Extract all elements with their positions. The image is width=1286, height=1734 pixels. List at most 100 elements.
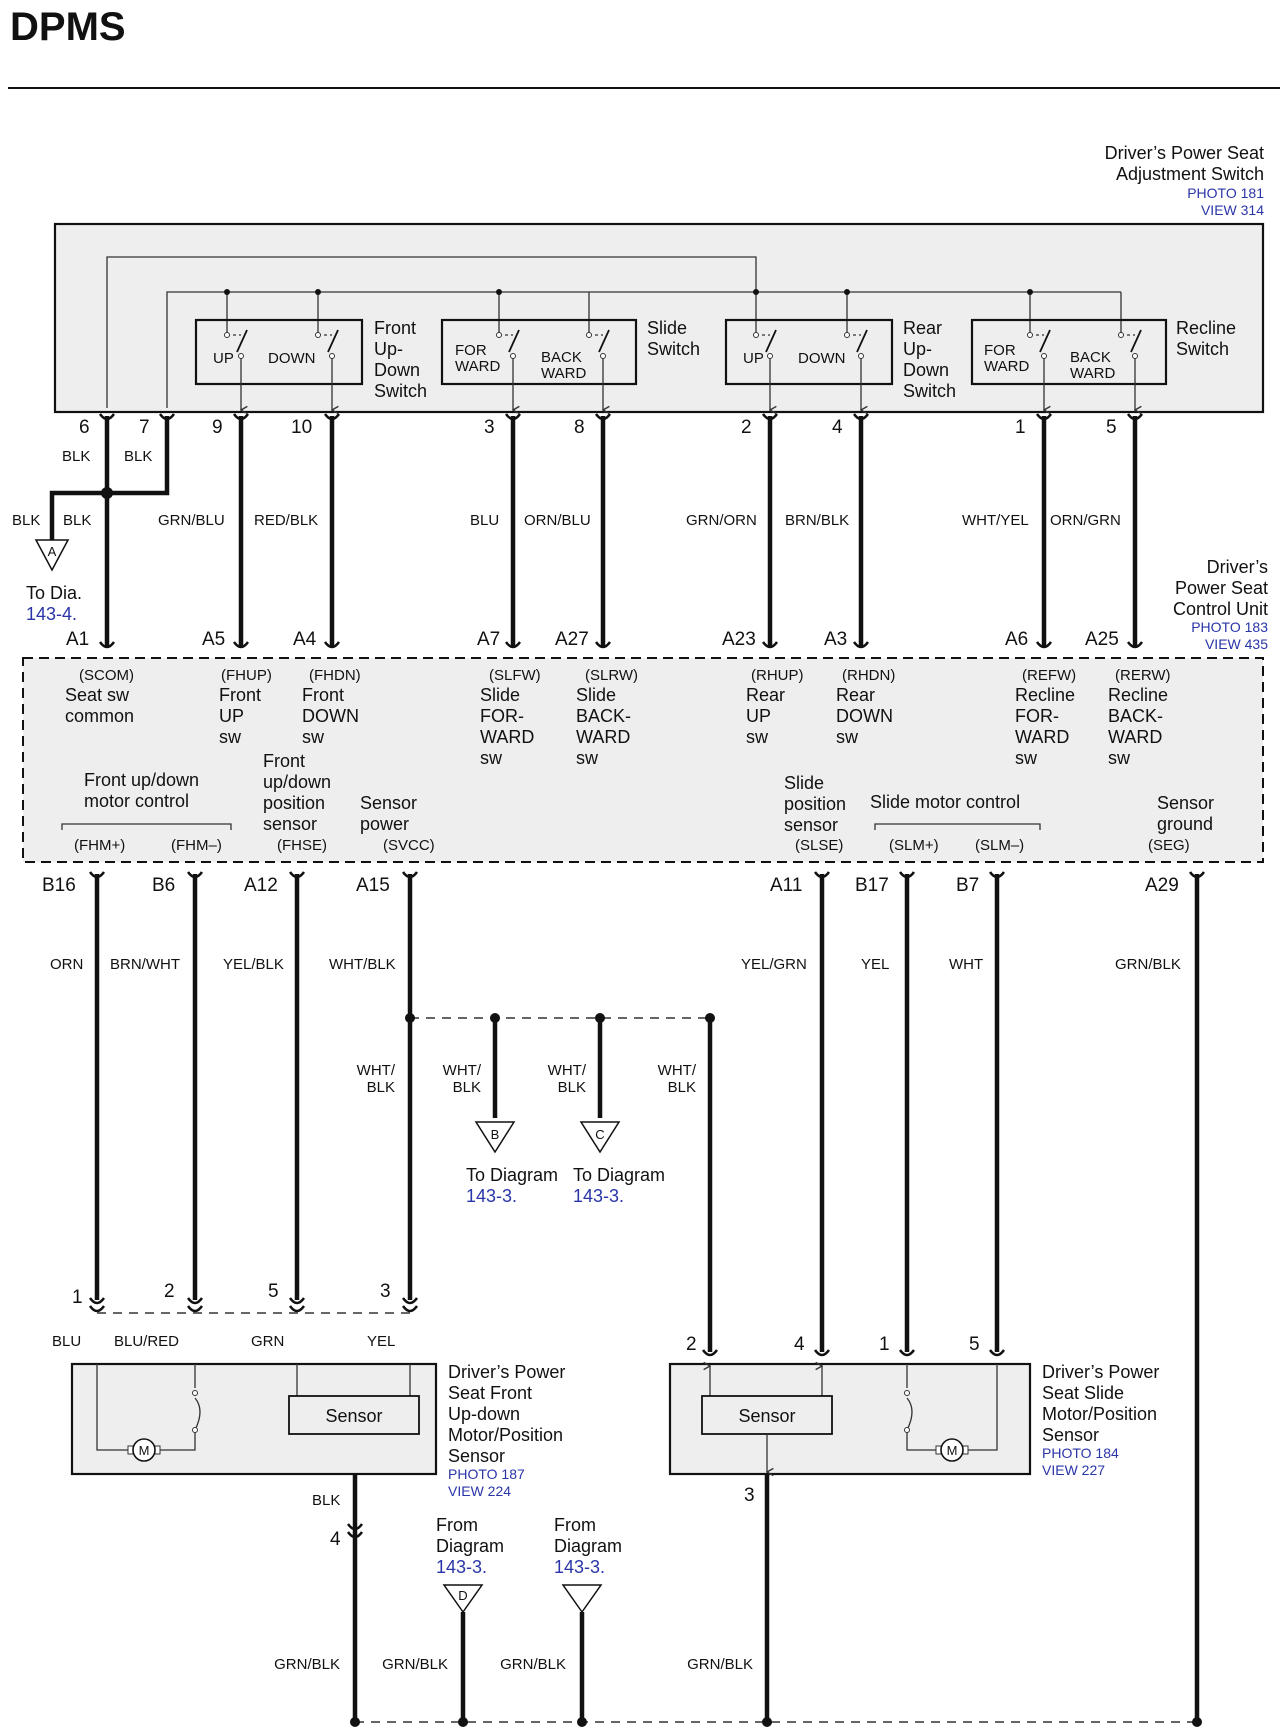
svg-text:Rear: Rear: [836, 685, 875, 705]
svg-text:ORN: ORN: [50, 956, 83, 973]
svg-text:Front: Front: [374, 318, 416, 338]
switch-contact: [1027, 329, 1051, 410]
svg-text:sw: sw: [219, 727, 242, 747]
switch-connector-terminal: [98, 413, 116, 421]
rear-updown-switch-box: [724, 318, 894, 386]
svg-text:From: From: [554, 1515, 596, 1535]
svg-text:Driver’s Power Seat: Driver’s Power Seat: [1105, 143, 1264, 163]
svg-text:Front: Front: [263, 751, 305, 771]
svg-text:PHOTO 184: PHOTO 184: [1042, 1445, 1119, 1461]
control-unit-terminal: [98, 641, 116, 649]
svg-text:143-3.: 143-3.: [573, 1186, 624, 1206]
control-unit-terminal: [504, 641, 522, 649]
svg-text:1: 1: [72, 1287, 83, 1308]
svg-text:D: D: [458, 1588, 467, 1603]
front-sensor-internals: [96, 1364, 420, 1451]
ground-bus-labels: GRN/BLK GRN/BLK GRN/BLK GRN/BLK: [274, 1656, 753, 1673]
svg-text:B: B: [491, 1127, 500, 1142]
control-unit-terminal: [186, 871, 204, 879]
svg-text:power: power: [360, 814, 409, 834]
svg-text:BLU/RED: BLU/RED: [114, 1333, 179, 1350]
svg-text:BLK: BLK: [12, 512, 40, 529]
svg-text:WARD: WARD: [1108, 727, 1162, 747]
svg-text:10: 10: [291, 417, 312, 438]
svg-text:To Dia.: To Dia.: [26, 583, 82, 603]
svg-text:BLK: BLK: [124, 448, 152, 465]
switch-connector-terminal: [504, 413, 522, 421]
svg-text:common: common: [65, 706, 134, 726]
control-unit-terminal: [594, 641, 612, 649]
svg-text:YEL: YEL: [861, 956, 889, 973]
svg-text:ORN/BLU: ORN/BLU: [524, 512, 591, 529]
svg-text:BLK: BLK: [453, 1079, 481, 1096]
front-sensor-terminal: [186, 1305, 204, 1313]
svg-text:Front: Front: [219, 685, 261, 705]
svg-text:A4: A4: [293, 629, 317, 650]
control-unit-terminal: [988, 871, 1006, 879]
control-unit-terminal: [323, 641, 341, 649]
svg-text:DOWN: DOWN: [836, 706, 893, 726]
front-sensor-terminal: [401, 1305, 419, 1313]
svg-text:To Diagram: To Diagram: [573, 1165, 665, 1185]
control-unit-housing: [22, 657, 1264, 863]
front-sensor-terminal: [401, 1297, 419, 1305]
adjustment-switch-housing: [53, 222, 1265, 414]
svg-text:Slide: Slide: [647, 318, 687, 338]
svg-text:Front up/down: Front up/down: [84, 770, 199, 790]
upper-wires: [49, 416, 1138, 646]
switch-connector-terminal: [852, 413, 870, 421]
switch-contact: [586, 329, 610, 410]
svg-text:BLK: BLK: [62, 448, 90, 465]
svg-text:WARD: WARD: [541, 365, 586, 382]
svg-text:To Diagram: To Diagram: [466, 1165, 558, 1185]
svg-text:WARD: WARD: [1070, 365, 1115, 382]
slide-sensor-internals: [701, 1364, 998, 1472]
svg-text:WHT/: WHT/: [357, 1062, 396, 1079]
svg-text:VIEW 314: VIEW 314: [1201, 202, 1264, 218]
svg-text:B6: B6: [152, 875, 175, 896]
svg-text:GRN/BLK: GRN/BLK: [382, 1656, 448, 1673]
svg-text:GRN/BLK: GRN/BLK: [500, 1656, 566, 1673]
svg-text:5: 5: [268, 1281, 279, 1302]
svg-text:4: 4: [794, 1334, 805, 1355]
svg-text:(FHM+): (FHM+): [74, 837, 125, 854]
switch-contact: [1118, 329, 1142, 410]
slide-sensor-ground-pin: 3: [744, 1485, 755, 1506]
slide-sensor-motor-icon: M: [935, 1438, 969, 1462]
svg-text:sw: sw: [480, 748, 503, 768]
svg-text:GRN/ORN: GRN/ORN: [686, 512, 757, 529]
svg-text:Sensor: Sensor: [1042, 1425, 1099, 1445]
control-unit-terminal: [1035, 641, 1053, 649]
svg-text:RED/BLK: RED/BLK: [254, 512, 318, 529]
front-sensor-element: [288, 1395, 420, 1435]
svg-text:VIEW 224: VIEW 224: [448, 1483, 511, 1499]
switch-connector-terminal: [761, 413, 779, 421]
slide-sensor-terminal: [988, 1349, 1006, 1357]
svg-text:C: C: [595, 1127, 604, 1142]
svg-text:(SVCC): (SVCC): [383, 837, 435, 854]
switch-connector-terminal: [594, 413, 612, 421]
svg-text:6: 6: [79, 417, 90, 438]
svg-text:(RHUP): (RHUP): [751, 667, 804, 684]
svg-text:BACK: BACK: [541, 349, 582, 366]
svg-text:A5: A5: [202, 629, 225, 650]
svg-text:(RHDN): (RHDN): [842, 667, 895, 684]
svg-text:Down: Down: [374, 360, 420, 380]
front-sensor-terminal: [88, 1297, 106, 1305]
svg-text:A29: A29: [1145, 875, 1179, 896]
svg-text:A25: A25: [1085, 629, 1119, 650]
front-sensor-pin-numbers: 1 2 5 3: [72, 1281, 391, 1308]
switch-connector-terminal: [232, 413, 250, 421]
recline-switch-box: [970, 318, 1168, 386]
switch-connector-terminal: [323, 413, 341, 421]
svg-text:(SCOM): (SCOM): [79, 667, 134, 684]
svg-text:BACK: BACK: [1070, 349, 1111, 366]
svg-text:A15: A15: [356, 875, 390, 896]
svg-text:WARD: WARD: [480, 727, 534, 747]
svg-text:WHT/YEL: WHT/YEL: [962, 512, 1029, 529]
front-sensor-terminal: [186, 1297, 204, 1305]
svg-text:143-3.: 143-3.: [436, 1557, 487, 1577]
svg-text:WHT/: WHT/: [548, 1062, 587, 1079]
svg-text:(FHM–): (FHM–): [171, 837, 222, 854]
svg-text:YEL: YEL: [367, 1333, 395, 1350]
